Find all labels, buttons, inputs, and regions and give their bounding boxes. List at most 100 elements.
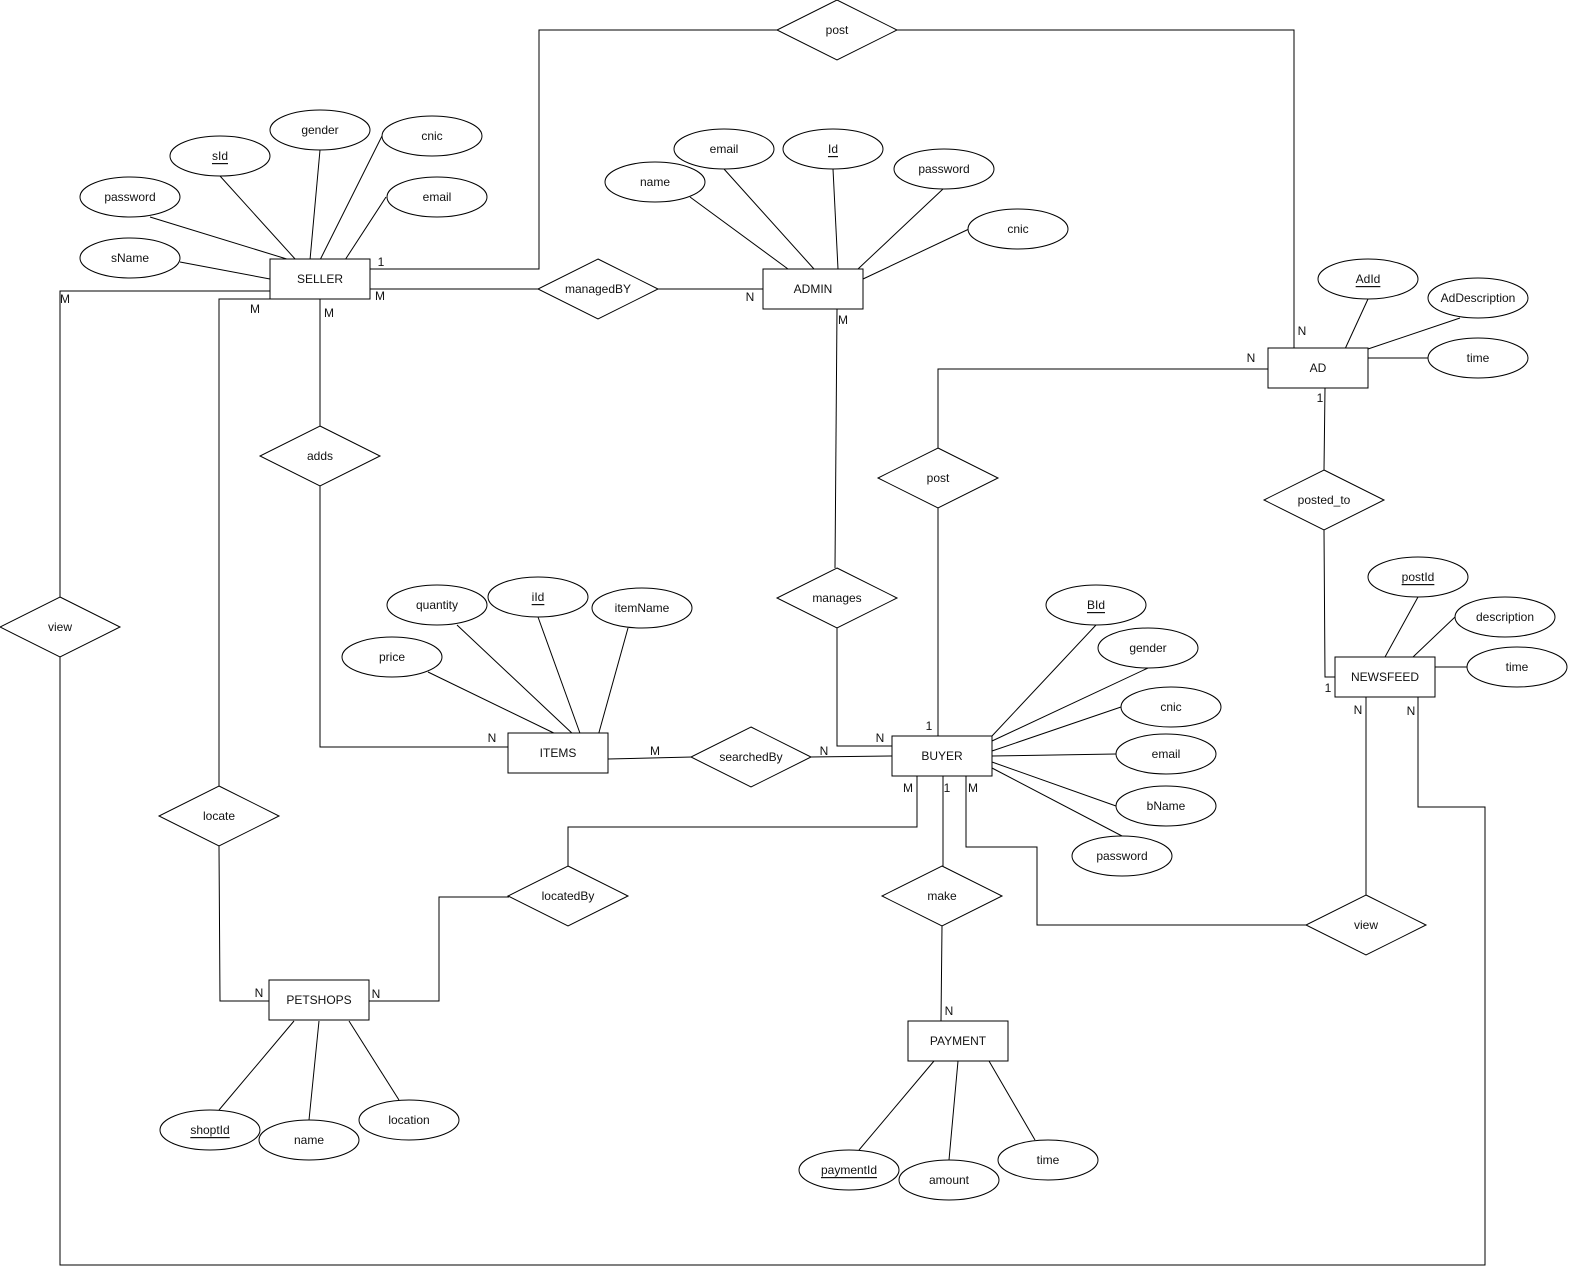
attribute-ellipse: [893, 148, 995, 190]
relationship-searchedBy: searchedBy: [689, 726, 813, 788]
relationship-post_mid: post: [876, 447, 1000, 509]
attribute-label: time: [1037, 1153, 1060, 1167]
attribute-a_Id: Id: [782, 128, 884, 170]
attribute-ellipse: [604, 161, 706, 203]
attribute-ellipse: [673, 128, 775, 170]
cardinality-label: N: [1298, 324, 1307, 338]
connector-line: [319, 486, 509, 748]
attribute-s_sId: sId: [169, 135, 271, 177]
connector-line: [1367, 317, 1461, 350]
relationship-posted_to: posted_to: [1262, 469, 1386, 531]
relationship-label: locate: [203, 809, 235, 823]
attribute-label: email: [423, 190, 452, 204]
attribute-ellipse: [269, 109, 371, 151]
connector-line: [309, 149, 321, 261]
relationship-diamond: [775, 567, 899, 629]
relationship-make: make: [880, 865, 1004, 927]
attribute-n_time: time: [1466, 646, 1568, 688]
relationship-label: managedBY: [565, 282, 631, 296]
entity-label: BUYER: [921, 749, 963, 763]
entity-buyer: BUYER: [891, 735, 993, 777]
connector-line: [1384, 596, 1419, 658]
cardinality-label: 1: [926, 719, 933, 733]
attribute-ellipse: [1466, 646, 1568, 688]
connector-line: [1323, 529, 1335, 678]
attribute-label: password: [1096, 849, 1147, 863]
attribute-b_bName: bName: [1115, 785, 1217, 827]
connector-line: [832, 168, 839, 270]
connector-line: [59, 657, 1486, 1266]
relationship-diamond: [536, 258, 660, 320]
connector-line: [689, 196, 789, 270]
connector-line: [896, 29, 1295, 349]
cardinality-label: M: [650, 744, 660, 758]
attribute-ellipse: [358, 1099, 460, 1141]
attribute-p_shopId: shoptId: [159, 1109, 261, 1151]
key-attribute-label: shoptId: [190, 1123, 229, 1137]
connector-line: [858, 1060, 935, 1151]
relationship-label: view: [1354, 918, 1378, 932]
relationship-label: post: [927, 471, 950, 485]
connector-line: [836, 628, 893, 747]
entity-label: SELLER: [297, 272, 343, 286]
connector-line: [597, 627, 629, 737]
attribute-label: gender: [301, 123, 338, 137]
attribute-i_itemName: itemName: [591, 587, 693, 629]
relationship-post_top: post: [775, 0, 899, 61]
cardinality-label: 1: [1325, 681, 1332, 695]
attribute-label: time: [1506, 660, 1529, 674]
connector-line: [834, 308, 838, 569]
attribute-ellipse: [386, 584, 488, 626]
attribute-s_cnic: cnic: [381, 115, 483, 157]
cardinality-label: N: [1354, 703, 1363, 717]
cardinality-label: M: [250, 302, 260, 316]
entity-box: [762, 268, 864, 310]
connector-line: [948, 1060, 959, 1161]
attribute-s_gender: gender: [269, 109, 371, 151]
attribute-ellipse: [1120, 686, 1222, 728]
cardinality-label: M: [375, 289, 385, 303]
relationship-locate: locate: [157, 785, 281, 847]
connector-line: [991, 761, 1117, 807]
connector-line: [723, 168, 815, 270]
key-attribute-label: Id: [828, 142, 838, 156]
entity-petshops: PETSHOPS: [268, 979, 370, 1021]
cardinality-label: N: [372, 987, 381, 1001]
attribute-ellipse: [798, 1149, 900, 1191]
connector-line: [179, 261, 271, 280]
connector-line: [1412, 616, 1456, 658]
attribute-ellipse: [1454, 596, 1556, 638]
attribute-ellipse: [1115, 733, 1217, 775]
attribute-label: gender: [1129, 641, 1166, 655]
attribute-ellipse: [967, 208, 1069, 250]
relationship-diamond: [775, 0, 899, 61]
relationship-diamond: [0, 596, 122, 658]
connector-line: [59, 290, 270, 597]
cardinality-label: N: [488, 731, 497, 745]
attribute-ellipse: [1071, 835, 1173, 877]
connector-line: [218, 298, 270, 786]
connector-line: [348, 1020, 400, 1101]
relationship-managedBY: managedBY: [536, 258, 660, 320]
attribute-label: sName: [111, 251, 149, 265]
attribute-a_name: name: [604, 161, 706, 203]
attribute-ellipse: [169, 135, 271, 177]
attribute-ellipse: [159, 1109, 261, 1151]
attribute-ellipse: [381, 115, 483, 157]
attribute-ellipse: [79, 237, 181, 279]
attribute-label: price: [379, 650, 405, 664]
attribute-label: email: [710, 142, 739, 156]
cardinality-label: N: [1407, 704, 1416, 718]
connector-line: [940, 925, 943, 1022]
cardinality-label: 1: [1317, 391, 1324, 405]
attribute-label: location: [388, 1113, 429, 1127]
relationship-diamond: [1304, 894, 1428, 956]
entity-box: [507, 732, 609, 774]
attribute-label: password: [104, 190, 155, 204]
connector-line: [537, 616, 582, 737]
attribute-p_location: location: [358, 1099, 460, 1141]
connector-line: [218, 1020, 295, 1111]
attribute-label: cnic: [1160, 700, 1181, 714]
